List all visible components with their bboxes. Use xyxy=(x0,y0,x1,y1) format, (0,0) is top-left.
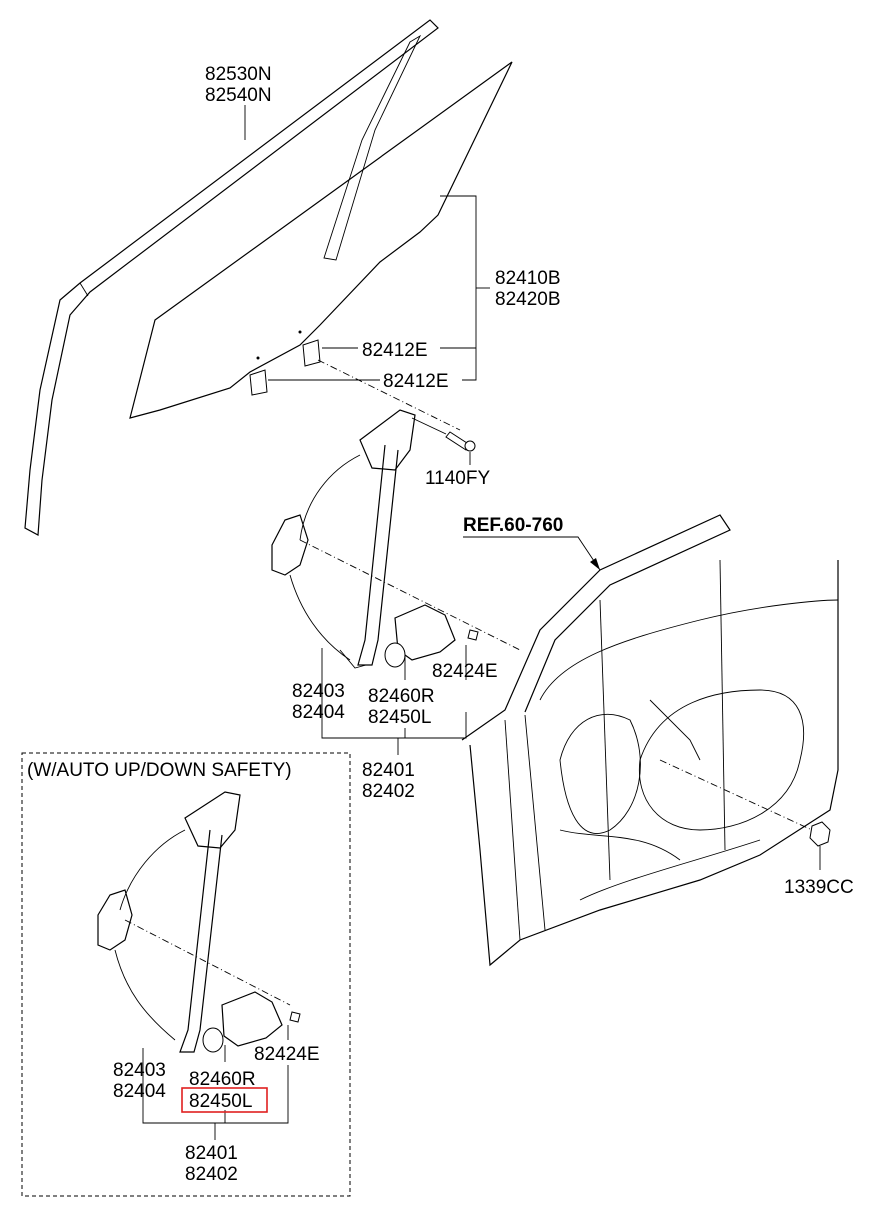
door-inner-panel xyxy=(461,514,839,967)
label-82402-main[interactable]: 82402 xyxy=(362,781,415,802)
glass-clip-lower[interactable] xyxy=(249,369,268,396)
screw-option[interactable] xyxy=(289,1011,301,1023)
glass-leaders xyxy=(268,195,490,431)
label-82401-main[interactable]: 82401 xyxy=(362,760,415,781)
ref-arrow xyxy=(463,536,601,571)
label-82424e-main[interactable]: 82424E xyxy=(432,661,498,682)
label-82402-option[interactable]: 82402 xyxy=(185,1164,238,1185)
door-glass[interactable] xyxy=(129,61,513,419)
label-82420b[interactable]: 82420B xyxy=(495,289,561,310)
label-82460r-main[interactable]: 82460R xyxy=(368,686,435,707)
label-82540n[interactable]: 82540N xyxy=(205,85,272,106)
window-regulator-main[interactable] xyxy=(271,409,416,669)
label-82412e-lower[interactable]: 82412E xyxy=(383,371,449,392)
regulator-motor-main[interactable] xyxy=(384,604,456,668)
label-82424e-option[interactable]: 82424E xyxy=(254,1044,320,1065)
option-title: (W/AUTO UP/DOWN SAFETY) xyxy=(27,760,292,781)
label-82401-option[interactable]: 82401 xyxy=(185,1143,238,1164)
label-82404-option[interactable]: 82404 xyxy=(113,1081,166,1102)
main-leaders xyxy=(321,645,467,755)
option-box xyxy=(21,752,351,1197)
label-82450l-option[interactable]: 82450L xyxy=(189,1091,252,1112)
label-82410b[interactable]: 82410B xyxy=(495,268,561,289)
label-82450l-main[interactable]: 82450L xyxy=(368,707,431,728)
bolt-1140fy[interactable] xyxy=(411,417,476,452)
nut-1339cc[interactable] xyxy=(809,821,831,870)
regulator-motor-option[interactable] xyxy=(202,991,283,1053)
label-82460r-option[interactable]: 82460R xyxy=(189,1069,256,1090)
label-ref-60-760[interactable]: REF.60-760 xyxy=(463,515,563,536)
label-82530n[interactable]: 82530N xyxy=(205,64,272,85)
label-82404-main[interactable]: 82404 xyxy=(292,702,345,723)
window-moulding[interactable] xyxy=(24,19,439,536)
window-regulator-option[interactable] xyxy=(97,791,291,1053)
label-82403-option[interactable]: 82403 xyxy=(113,1060,166,1081)
label-82412e-upper[interactable]: 82412E xyxy=(362,340,428,361)
highlight-box xyxy=(181,1087,268,1113)
screw-main[interactable] xyxy=(299,539,521,651)
label-1339cc[interactable]: 1339CC xyxy=(784,877,854,898)
label-1140fy[interactable]: 1140FY xyxy=(425,468,490,489)
glass-clip-upper[interactable] xyxy=(302,339,321,367)
option-leaders xyxy=(142,1025,289,1140)
label-82403-main[interactable]: 82403 xyxy=(292,681,345,702)
